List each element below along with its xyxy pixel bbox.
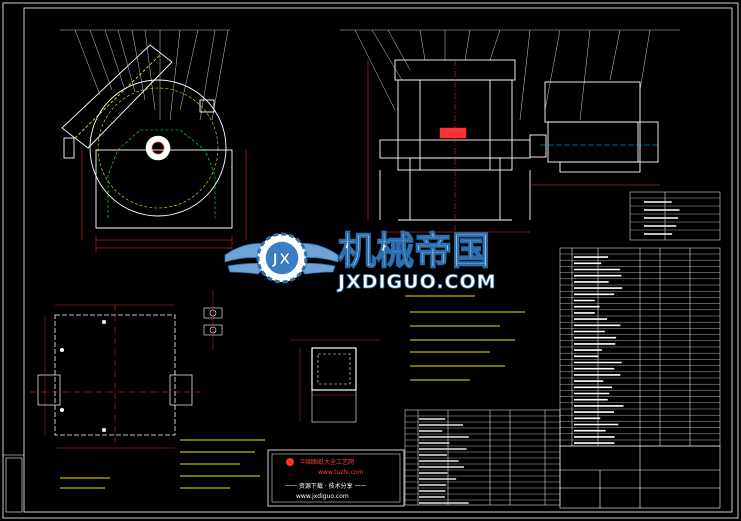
stamp-line1: 中国图纸大全工艺网 bbox=[300, 458, 354, 466]
stamp-line2: www.tuzhi.com bbox=[318, 469, 364, 476]
logo-badge-text: JX bbox=[271, 250, 291, 268]
stamp-logo-icon bbox=[286, 458, 294, 466]
watermark-title-cn: 机械帝国 bbox=[338, 229, 490, 273]
foundation-plan-view bbox=[30, 305, 200, 448]
watermark-title-en: JXDIGUO.COM bbox=[336, 271, 497, 293]
spec-table bbox=[630, 192, 720, 240]
left-binding-box bbox=[6, 458, 22, 512]
title-block bbox=[560, 446, 720, 508]
anchor-bolt-details bbox=[204, 290, 222, 350]
spec-table-rows bbox=[630, 198, 720, 234]
front-elevation-view bbox=[340, 30, 680, 235]
side-elevation-view bbox=[60, 30, 246, 252]
jxdiguo-logo: JX 机械帝国 JXDIGUO.COM bbox=[225, 229, 497, 293]
lower-parts-rows bbox=[405, 416, 560, 503]
stamp-line4: www.jxdiguo.com bbox=[296, 493, 349, 500]
stamp-line3: 一一 资源下载 · 技术分享 一一 bbox=[285, 482, 367, 490]
section-detail-view bbox=[290, 340, 380, 422]
download-stamp: 中国图纸大全工艺网 www.tuzhi.com 一一 资源下载 · 技术分享 一… bbox=[268, 450, 404, 506]
